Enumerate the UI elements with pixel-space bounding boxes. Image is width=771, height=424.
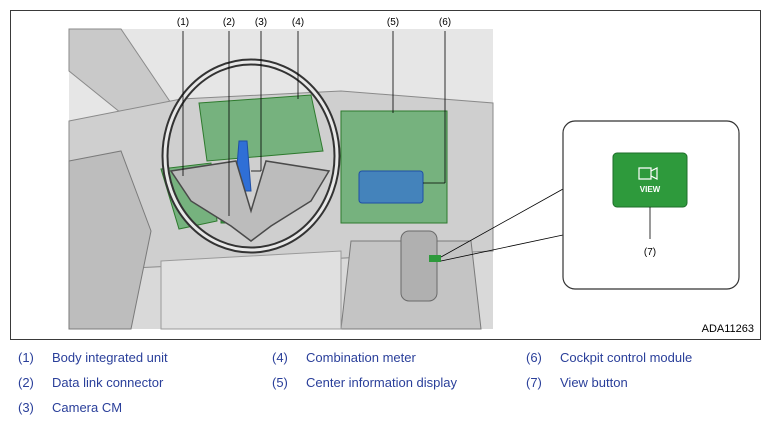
callout-4: (4) (292, 17, 304, 28)
legend-num: (6) (526, 350, 542, 365)
cockpit-module-highlight (358, 170, 424, 204)
legend-label: Camera CM (52, 400, 123, 415)
view-button-graphic (612, 152, 688, 208)
callout-1: (1) (177, 17, 189, 28)
gear-shifter (400, 230, 438, 302)
legend-item-5: (5) Center information display (272, 375, 457, 390)
legend-label: View button (560, 375, 628, 390)
diagram-figure: (1) (2) (3) (4) (5) (6) VIEW (7) ADA1126… (10, 10, 761, 340)
legend-label: Combination meter (306, 350, 416, 365)
legend-label: Cockpit control module (560, 350, 693, 365)
callout-6: (6) (439, 17, 451, 28)
legend: (1) Body integrated unit (2) Data link con… (0, 348, 771, 424)
legend-label: Center information display (306, 375, 458, 390)
callout-5: (5) (387, 17, 399, 28)
camera-icon (638, 167, 658, 180)
legend-num: (3) (18, 400, 34, 415)
legend-item-1: (1) Body integrated unit (18, 350, 168, 365)
floor-area (160, 250, 342, 330)
legend-label: Data link connector (52, 375, 164, 390)
legend-item-7: (7) View button (526, 375, 628, 390)
steering-wheel-rim-inner (163, 60, 339, 252)
legend-item-2: (2) Data link connector (18, 375, 163, 390)
view-button-location (429, 255, 441, 262)
legend-num: (2) (18, 375, 34, 390)
legend-num: (7) (526, 375, 542, 390)
door-panel (68, 150, 152, 330)
center-display-highlight (340, 110, 448, 224)
view-button-label: VIEW (640, 185, 661, 194)
dashboard-illustration: (1) (2) (3) (4) (5) (6) VIEW (7) (68, 17, 740, 330)
legend-item-3: (3) Camera CM (18, 400, 122, 415)
steering-wheel-hub (169, 160, 331, 242)
legend-num: (1) (18, 350, 34, 365)
legend-item-6: (6) Cockpit control module (526, 350, 692, 365)
callout-3: (3) (255, 17, 267, 28)
legend-num: (4) (272, 350, 288, 365)
callout-7: (7) (644, 247, 656, 258)
callout-2: (2) (223, 17, 235, 28)
leader-lines (182, 31, 564, 262)
legend-item-4: (4) Combination meter (272, 350, 416, 365)
legend-num: (5) (272, 375, 288, 390)
legend-label: Body integrated unit (52, 350, 168, 365)
figure-id: ADA11263 (701, 323, 754, 335)
